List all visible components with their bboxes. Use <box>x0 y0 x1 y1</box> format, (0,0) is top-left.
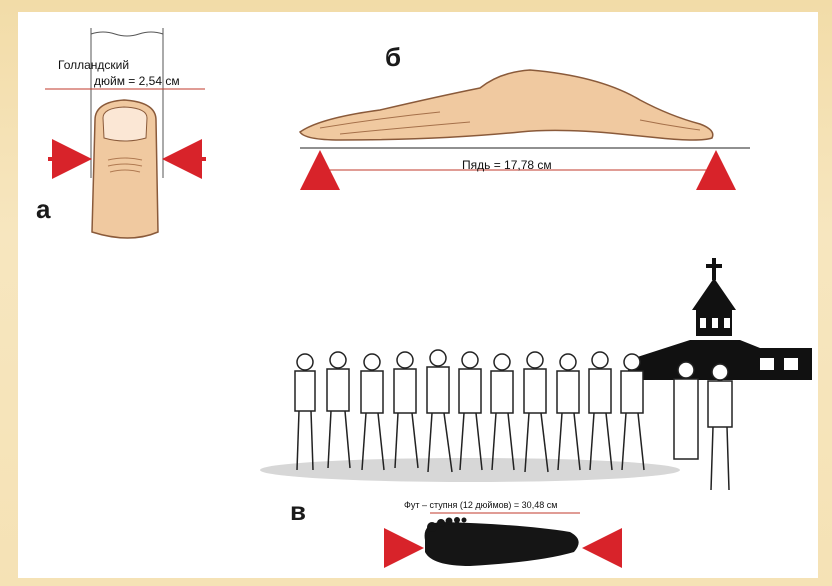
church-silhouette <box>628 258 812 380</box>
span-label: Пядь = 17,78 см <box>462 158 552 172</box>
hand-illustration <box>300 70 713 140</box>
panel-a-letter: а <box>36 194 50 225</box>
dutch-inch-label-line2: дюйм = 2,54 см <box>94 74 180 88</box>
foot-silhouette <box>425 513 580 566</box>
dutch-inch-label-line1: Голландский <box>58 58 129 72</box>
panel-c-letter: в <box>290 496 306 527</box>
panel-b-letter: б <box>385 42 401 73</box>
foot-label: Фут – ступня (12 дюймов) = 30,48 см <box>404 500 557 510</box>
thumb-illustration <box>92 100 158 238</box>
